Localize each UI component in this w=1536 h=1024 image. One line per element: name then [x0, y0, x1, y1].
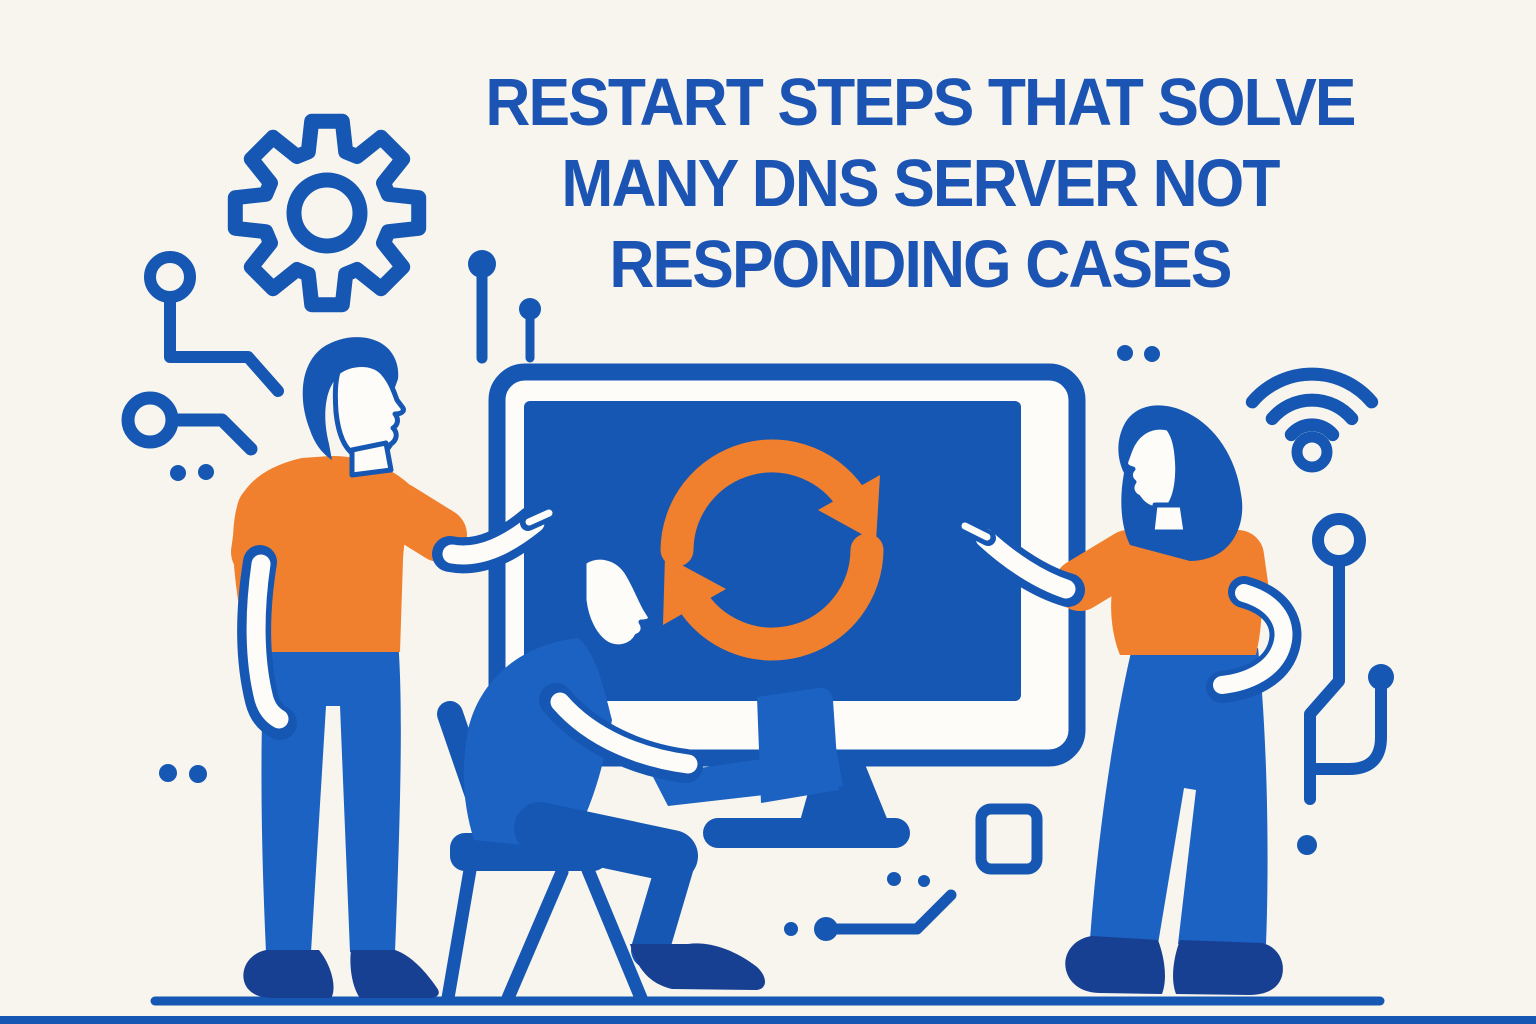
standing-woman-shoe-right [1173, 940, 1283, 995]
monitor-screen [524, 401, 1021, 701]
laptop [539, 683, 843, 806]
laptop-screen [757, 687, 839, 803]
wifi-icon [1245, 367, 1379, 473]
headline: RESTART STEPS THAT SOLVE MANY DNS SERVER… [446, 62, 1395, 305]
seated-man-shin [631, 843, 695, 969]
ground-line [0, 996, 1536, 1024]
standing-woman-face [1123, 424, 1181, 512]
standing-woman-finger [961, 522, 991, 541]
seated-man-torso [463, 638, 612, 850]
standing-man [231, 337, 556, 998]
seated-man [463, 528, 843, 990]
square-accent [975, 803, 1043, 875]
standing-man-shoe-left [243, 950, 334, 998]
gear-icon [227, 113, 427, 313]
standing-man-shoe-right [350, 950, 439, 998]
seated-man-shoe [630, 943, 766, 990]
refresh-icon [660, 439, 884, 661]
seated-man-thigh [514, 802, 698, 882]
circuit-trace-icon-right [1297, 513, 1394, 855]
headline-line-1: RESTART STEPS THAT SOLVE [485, 65, 1356, 140]
standing-man-face [332, 362, 406, 461]
standing-woman-pants [1090, 648, 1268, 944]
standing-man-arm-hanging [246, 554, 289, 729]
standing-man-sleeve-right [371, 482, 467, 562]
headline-line-3: RESPONDING CASES [609, 227, 1232, 302]
circuit-trace-icon-bottom [784, 872, 957, 941]
standing-woman-shoe-left [1065, 936, 1165, 994]
dot-accents [159, 345, 1160, 783]
standing-man-neck [349, 440, 394, 478]
standing-man-pants [261, 640, 401, 952]
standing-woman [958, 405, 1302, 995]
headline-line-2: MANY DNS SERVER NOT [561, 146, 1280, 221]
standing-woman-arm-pointing [975, 528, 1076, 599]
standing-man-finger [525, 509, 553, 526]
circuit-trace-icon-left [121, 251, 284, 456]
standing-man-sleeve-left [231, 483, 291, 579]
seated-man-forearm [550, 692, 698, 774]
pin-icons [468, 250, 541, 364]
seated-man-face [581, 554, 653, 650]
standing-woman-arm-hip [1213, 584, 1293, 694]
standing-woman-sleeve-left [1054, 530, 1154, 611]
standing-woman-neck [1149, 502, 1189, 535]
seated-man-hair [543, 528, 644, 638]
